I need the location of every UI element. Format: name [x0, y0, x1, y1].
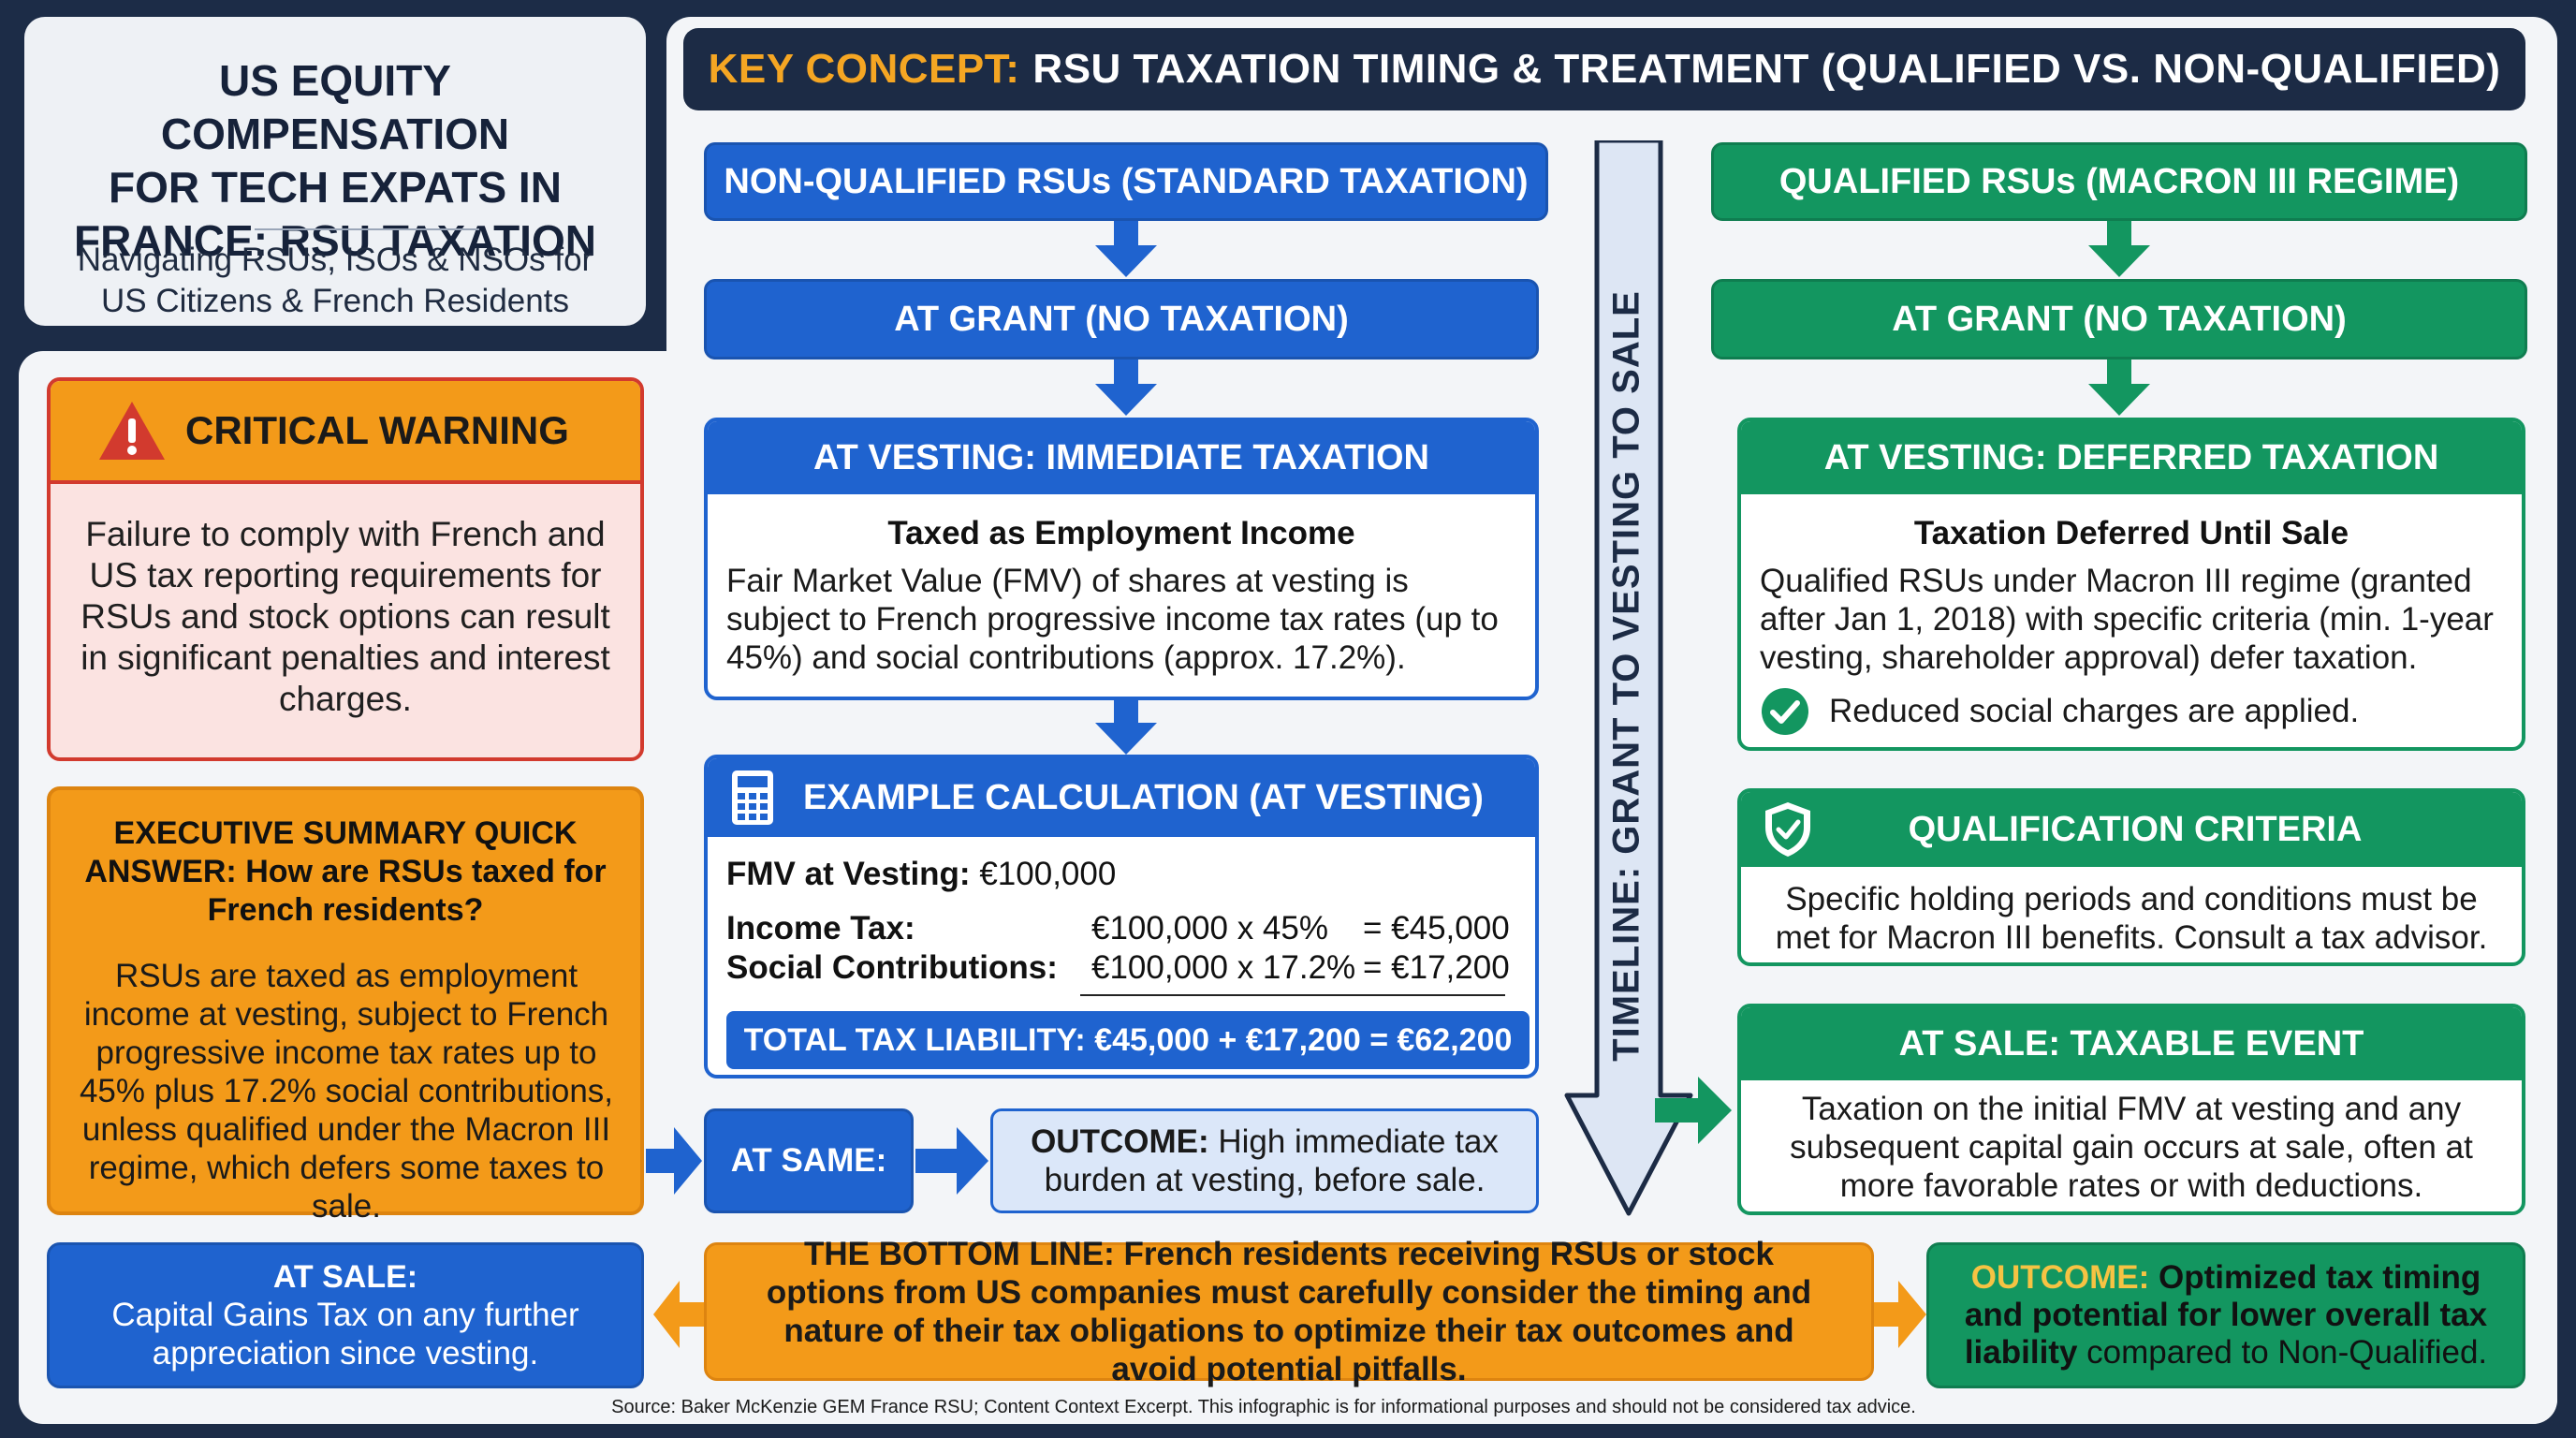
- timeline-label: TIMELINE: GRANT TO VESTING TO SALE: [1605, 290, 1647, 1062]
- social-contributions-formula: €100,000 x 17.2%: [1091, 949, 1356, 986]
- outcome-line: OUTCOME: High immediate tax: [1031, 1123, 1499, 1161]
- non-qualified-vesting-text: Fair Market Value (FMV) of shares at ves…: [726, 563, 1499, 676]
- qualified-vesting-text: Qualified RSUs under Macron III regime (…: [1760, 563, 2494, 676]
- total-tax-liability: TOTAL TAX LIABILITY: €45,000 + €17,200 =…: [726, 1011, 1530, 1069]
- down-arrow-icon: [2088, 360, 2150, 416]
- timeline-arrow: [1564, 140, 1693, 1216]
- right-arrow-icon: [1874, 1281, 1926, 1348]
- non-qualified-grant: AT GRANT (NO TAXATION): [704, 279, 1539, 360]
- shield-check-icon: [1765, 802, 1810, 857]
- social-contributions-result: = €17,200: [1363, 949, 1510, 986]
- title-divider: [255, 228, 479, 230]
- key-concept-banner: KEY CONCEPT: RSU TAXATION TIMING & TREAT…: [683, 28, 2525, 110]
- subtitle-line: Navigating RSUs, ISOs & NSOs for: [77, 242, 593, 278]
- income-tax-formula: €100,000 x 45%: [1091, 910, 1328, 946]
- check-circle-icon: [1762, 688, 1808, 735]
- qualified-sale-card: AT SALE: TAXABLE EVENT Taxation on the i…: [1737, 1004, 2525, 1215]
- qualified-outcome-rest: compared to Non-Qualified.: [2086, 1334, 2488, 1371]
- critical-warning-header: CRITICAL WARNING: [51, 381, 640, 484]
- qualified-outcome-box: OUTCOME: Optimized tax timing and potent…: [1926, 1242, 2525, 1388]
- non-qualified-vesting-card: AT VESTING: IMMEDIATE TAXATION Taxed as …: [704, 418, 1539, 700]
- page-subtitle: Navigating RSUs, ISOs & NSOs for US Citi…: [43, 240, 627, 322]
- bottom-line-box: THE BOTTOM LINE: French residents receiv…: [704, 1236, 1874, 1387]
- qualified-vesting-header: AT VESTING: DEFERRED TAXATION: [1741, 421, 2522, 494]
- qualified-sale-header: AT SALE: TAXABLE EVENT: [1741, 1007, 2522, 1080]
- outcome-text: High immediate tax: [1218, 1123, 1499, 1160]
- non-qualified-outcome-box: OUTCOME: High immediate tax burden at ve…: [990, 1108, 1539, 1213]
- bottom-line-text: THE BOTTOM LINE: French residents receiv…: [766, 1236, 1812, 1387]
- qualified-vesting-card: AT VESTING: DEFERRED TAXATION Taxation D…: [1737, 418, 2525, 751]
- right-arrow-icon: [915, 1127, 988, 1195]
- at-sale-capital-gains-box: AT SALE: Capital Gains Tax on any furthe…: [47, 1242, 644, 1388]
- critical-warning-text: Failure to comply with French and US tax…: [80, 515, 610, 718]
- source-note: Source: Baker McKenzie GEM France RSU; C…: [611, 1396, 1916, 1417]
- right-arrow-icon: [1655, 1077, 1732, 1144]
- qualified-outcome-content: OUTCOME: Optimized tax timing and potent…: [1945, 1259, 2507, 1372]
- key-concept-text: RSU TAXATION TIMING & TREATMENT (QUALIFI…: [1032, 46, 2501, 92]
- calculator-icon: [732, 770, 773, 825]
- social-contributions-label: Social Contributions:: [726, 949, 1058, 986]
- down-arrow-icon: [1095, 698, 1157, 755]
- down-arrow-icon: [2088, 221, 2150, 277]
- qualification-criteria-card: QUALIFICATION CRITERIA Specific holding …: [1737, 788, 2525, 966]
- executive-summary-text: RSUs are taxed as employment income at v…: [79, 958, 614, 1225]
- example-calculation-title: EXAMPLE CALCULATION (AT VESTING): [803, 777, 1484, 817]
- qualification-criteria-text: Specific holding periods and conditions …: [1775, 881, 2488, 956]
- fmv-label: FMV at Vesting:: [726, 856, 971, 892]
- qualification-criteria-title: QUALIFICATION CRITERIA: [1908, 809, 2363, 849]
- page-title: US EQUITY COMPENSATION FOR TECH EXPATS I…: [43, 54, 627, 268]
- outcome-text-line2: burden at vesting, before sale.: [1044, 1162, 1486, 1198]
- fmv-value: €100,000: [979, 856, 1117, 892]
- non-qualified-header: NON-QUALIFIED RSUs (STANDARD TAXATION): [704, 142, 1548, 221]
- qualified-vesting-subtitle: Taxation Deferred Until Sale: [1913, 515, 2349, 551]
- income-tax-label: Income Tax:: [726, 910, 915, 946]
- executive-summary-title: EXECUTIVE SUMMARY QUICK ANSWER: How are …: [84, 815, 607, 928]
- income-tax-result: = €45,000: [1363, 910, 1510, 946]
- left-arrow-icon: [653, 1281, 706, 1348]
- critical-warning-title: CRITICAL WARNING: [185, 408, 569, 452]
- at-sale-text: Capital Gains Tax on any further appreci…: [111, 1296, 579, 1372]
- down-arrow-icon: [1095, 221, 1157, 277]
- title-line: FOR TECH EXPATS IN: [109, 163, 562, 212]
- executive-summary-box: EXECUTIVE SUMMARY QUICK ANSWER: How are …: [47, 786, 644, 1225]
- non-qualified-vesting-header: AT VESTING: IMMEDIATE TAXATION: [708, 421, 1535, 494]
- calculation-divider: [1080, 994, 1505, 996]
- down-arrow-icon: [1095, 360, 1157, 416]
- title-line: US EQUITY COMPENSATION: [160, 56, 510, 158]
- at-sale-title: AT SALE:: [272, 1258, 418, 1295]
- subtitle-line: US Citizens & French Residents: [101, 283, 569, 319]
- critical-warning-box: CRITICAL WARNING Failure to comply with …: [47, 377, 644, 761]
- fmv-line: FMV at Vesting: €100,000: [726, 856, 1116, 893]
- title-line: FRANCE: RSU TAXATION: [74, 216, 596, 265]
- reduced-charges-line: Reduced social charges are applied.: [1741, 686, 2522, 737]
- qualified-header: QUALIFIED RSUs (MACRON III REGIME): [1711, 142, 2527, 221]
- qualified-sale-text: Taxation on the initial FMV at vesting a…: [1790, 1091, 2473, 1204]
- warning-triangle-icon: [99, 402, 165, 460]
- key-concept-label: KEY CONCEPT:: [708, 46, 1020, 92]
- example-calculation-card: EXAMPLE CALCULATION (AT VESTING) FMV at …: [704, 755, 1539, 1078]
- title-panel: US EQUITY COMPENSATION FOR TECH EXPATS I…: [24, 17, 646, 326]
- outcome-label: OUTCOME:: [1031, 1123, 1209, 1160]
- example-calculation-header: EXAMPLE CALCULATION (AT VESTING): [708, 758, 1535, 837]
- qualified-grant: AT GRANT (NO TAXATION): [1711, 279, 2527, 360]
- right-arrow-icon: [646, 1127, 702, 1195]
- at-same-box: AT SAME:: [704, 1108, 914, 1213]
- qualified-outcome-label: OUTCOME:: [1970, 1259, 2150, 1296]
- reduced-charges-text: Reduced social charges are applied.: [1829, 693, 2360, 729]
- qualification-criteria-header: QUALIFICATION CRITERIA: [1741, 792, 2522, 867]
- qualified-outcome-strong: Optimized tax timing and potential for l…: [1964, 1259, 2488, 1371]
- non-qualified-vesting-subtitle: Taxed as Employment Income: [887, 515, 1355, 551]
